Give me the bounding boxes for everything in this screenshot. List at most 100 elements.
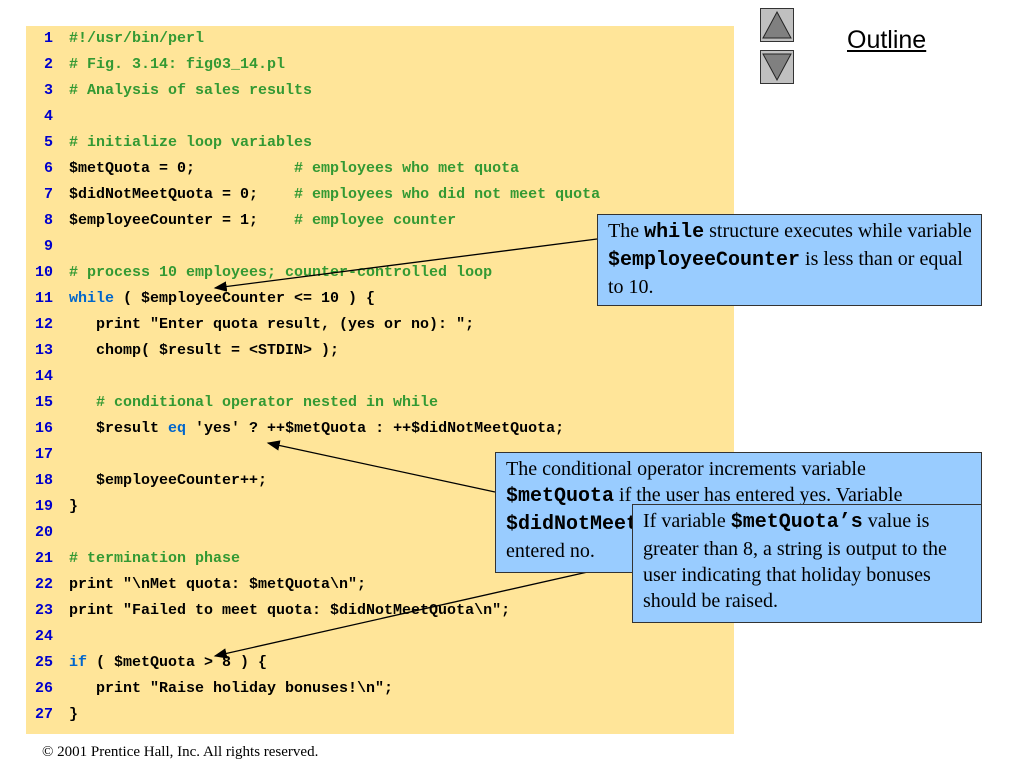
- code-token: 'yes' ? ++$metQuota : ++$didNotMeetQuota…: [186, 420, 565, 437]
- code-comment: # employee counter: [294, 212, 457, 229]
- line-number: 22: [34, 576, 53, 593]
- callout-code: $metQuota’s: [730, 511, 863, 534]
- code-token: chomp( $result = <STDIN> );: [69, 342, 340, 359]
- code-text: print "\nMet quota: $metQuota\n";: [69, 572, 366, 598]
- code-line: 2 # Fig. 3.14: fig03_14.pl: [26, 52, 734, 78]
- code-text: $employeeCounter++;: [69, 468, 267, 494]
- code-comment: #!/usr/bin/perl: [69, 30, 205, 47]
- arrow-while: [213, 238, 598, 292]
- code-text: if ( $metQuota > 8 ) {: [69, 650, 267, 676]
- line-number: 3: [43, 82, 53, 99]
- code-token: $didNotMeetQuota = 0;: [69, 186, 295, 203]
- code-keyword: eq: [168, 420, 187, 437]
- callout-code: $employeeCounter: [608, 249, 801, 272]
- code-text: }: [69, 494, 78, 520]
- code-comment: # conditional operator nested in while: [69, 394, 439, 411]
- line-number: 17: [34, 446, 53, 463]
- code-comment: # initialize loop variables: [69, 134, 313, 151]
- line-number: 19: [34, 498, 53, 515]
- code-text: print "Raise holiday bonuses!\n";: [69, 676, 393, 702]
- code-line: 7 $didNotMeetQuota = 0; # employees who d…: [26, 182, 734, 208]
- arrow-conditional: [266, 440, 496, 493]
- callout-text: value is greater than 8, a string is out…: [643, 510, 947, 612]
- code-line: 22 print "\nMet quota: $metQuota\n";: [26, 572, 734, 598]
- line-number: 7: [43, 186, 53, 203]
- callout-code: $metQuota: [506, 485, 615, 508]
- code-line: 25 if ( $metQuota > 8 ) {: [26, 650, 734, 676]
- code-text: chomp( $result = <STDIN> );: [69, 338, 339, 364]
- code-text: print "Enter quota result, (yes or no): …: [69, 312, 474, 338]
- code-text: while ( $employeeCounter <= 10 ) {: [69, 286, 375, 312]
- code-line: 5# initialize loop variables: [26, 130, 734, 156]
- line-number: 11: [34, 290, 53, 307]
- code-text: $metQuota = 0; # employees who met quota: [69, 156, 519, 182]
- code-line: 6$metQuota = 0; # employees who met quot…: [26, 156, 734, 182]
- copyright-footer: © 2001 Prentice Hall, Inc. All rights re…: [42, 744, 319, 760]
- code-line: 19}: [26, 494, 734, 520]
- code-token: print "\nMet quota: $metQuota\n";: [69, 576, 367, 593]
- code-comment: # employees who did not meet quota: [294, 186, 601, 203]
- code-token: }: [69, 706, 79, 723]
- code-line: 17: [26, 442, 734, 468]
- code-line: 9: [26, 234, 734, 260]
- code-text: $employeeCounter = 1; # employee counter: [69, 208, 456, 234]
- line-number: 23: [34, 602, 53, 619]
- previous-slide-button[interactable]: [760, 8, 794, 42]
- callout-text: The: [608, 220, 645, 242]
- line-number: 16: [34, 420, 53, 437]
- code-line: 20: [26, 520, 734, 546]
- code-text: # process 10 employees; counter-controll…: [69, 260, 492, 286]
- line-number: 10: [34, 264, 53, 281]
- triangle-up-icon: [762, 10, 792, 39]
- code-text: # termination phase: [69, 546, 240, 572]
- line-number: 18: [34, 472, 53, 489]
- line-number: 25: [34, 654, 53, 671]
- code-token: $employeeCounter++;: [69, 472, 268, 489]
- code-comment: # Analysis of sales results: [69, 82, 313, 99]
- next-slide-button[interactable]: [760, 50, 794, 84]
- code-line: 26 print "Raise holiday bonuses!\n";: [26, 676, 734, 702]
- code-line: 14: [26, 364, 734, 390]
- code-line: 1#!/usr/bin/perl: [26, 26, 734, 52]
- code-line: 23 print "Failed to meet quota: $didNotMe…: [26, 598, 734, 624]
- code-line: 8$employeeCounter = 1; # employee counte…: [26, 208, 734, 234]
- code-text: # conditional operator nested in while: [69, 390, 438, 416]
- code-comment: # employees who met quota: [294, 160, 520, 177]
- callout-while-structure: The while structure executes while varia…: [597, 214, 982, 306]
- code-comment: # Fig. 3.14: fig03_14.pl: [69, 56, 286, 73]
- code-line: 27}: [26, 702, 734, 728]
- line-number: 26: [34, 680, 53, 697]
- line-number: 27: [34, 706, 53, 723]
- code-line: 4: [26, 104, 734, 130]
- code-line: 3 # Analysis of sales results: [26, 78, 734, 104]
- line-number: 13: [34, 342, 53, 359]
- callout-if-structure: If variable $metQuota’s value is greater…: [632, 504, 982, 623]
- code-line: 15 # conditional operator nested in whil…: [26, 390, 734, 416]
- arrow-if: [213, 561, 633, 659]
- code-line: 12 print "Enter quota result, (yes or no…: [26, 312, 734, 338]
- line-number: 2: [43, 56, 53, 73]
- callout-text: The conditional operator increments vari…: [506, 458, 866, 480]
- callout-text: structure executes while variable: [704, 220, 972, 242]
- code-text: print "Failed to meet quota: $didNotMeet…: [69, 598, 510, 624]
- line-number: 15: [34, 394, 53, 411]
- code-text: # initialize loop variables: [69, 130, 312, 156]
- code-line: 11 while ( $employeeCounter <= 10 ) {: [26, 286, 734, 312]
- code-text: #!/usr/bin/perl: [69, 26, 204, 52]
- code-token: ( $employeeCounter <= 10 ) {: [114, 290, 376, 307]
- line-number: 9: [43, 238, 53, 255]
- callout-code: while: [644, 221, 705, 244]
- line-number: 14: [34, 368, 53, 385]
- callout-text: is less than or equal to 10.: [608, 248, 963, 298]
- outline-link[interactable]: Outline: [847, 26, 927, 54]
- code-line: 13 chomp( $result = <STDIN> );: [26, 338, 734, 364]
- code-line: 21# termination phase: [26, 546, 734, 572]
- code-line: 16 $result eq 'yes' ? ++$metQuota : ++$d…: [26, 416, 734, 442]
- line-number: 4: [43, 108, 53, 125]
- code-text: $result eq 'yes' ? ++$metQuota : ++$didN…: [69, 416, 564, 442]
- code-line: 18 $employeeCounter++;: [26, 468, 734, 494]
- code-line: 24: [26, 624, 734, 650]
- code-token: print "Raise holiday bonuses!\n";: [69, 680, 394, 697]
- code-text: $didNotMeetQuota = 0; # employees who di…: [69, 182, 600, 208]
